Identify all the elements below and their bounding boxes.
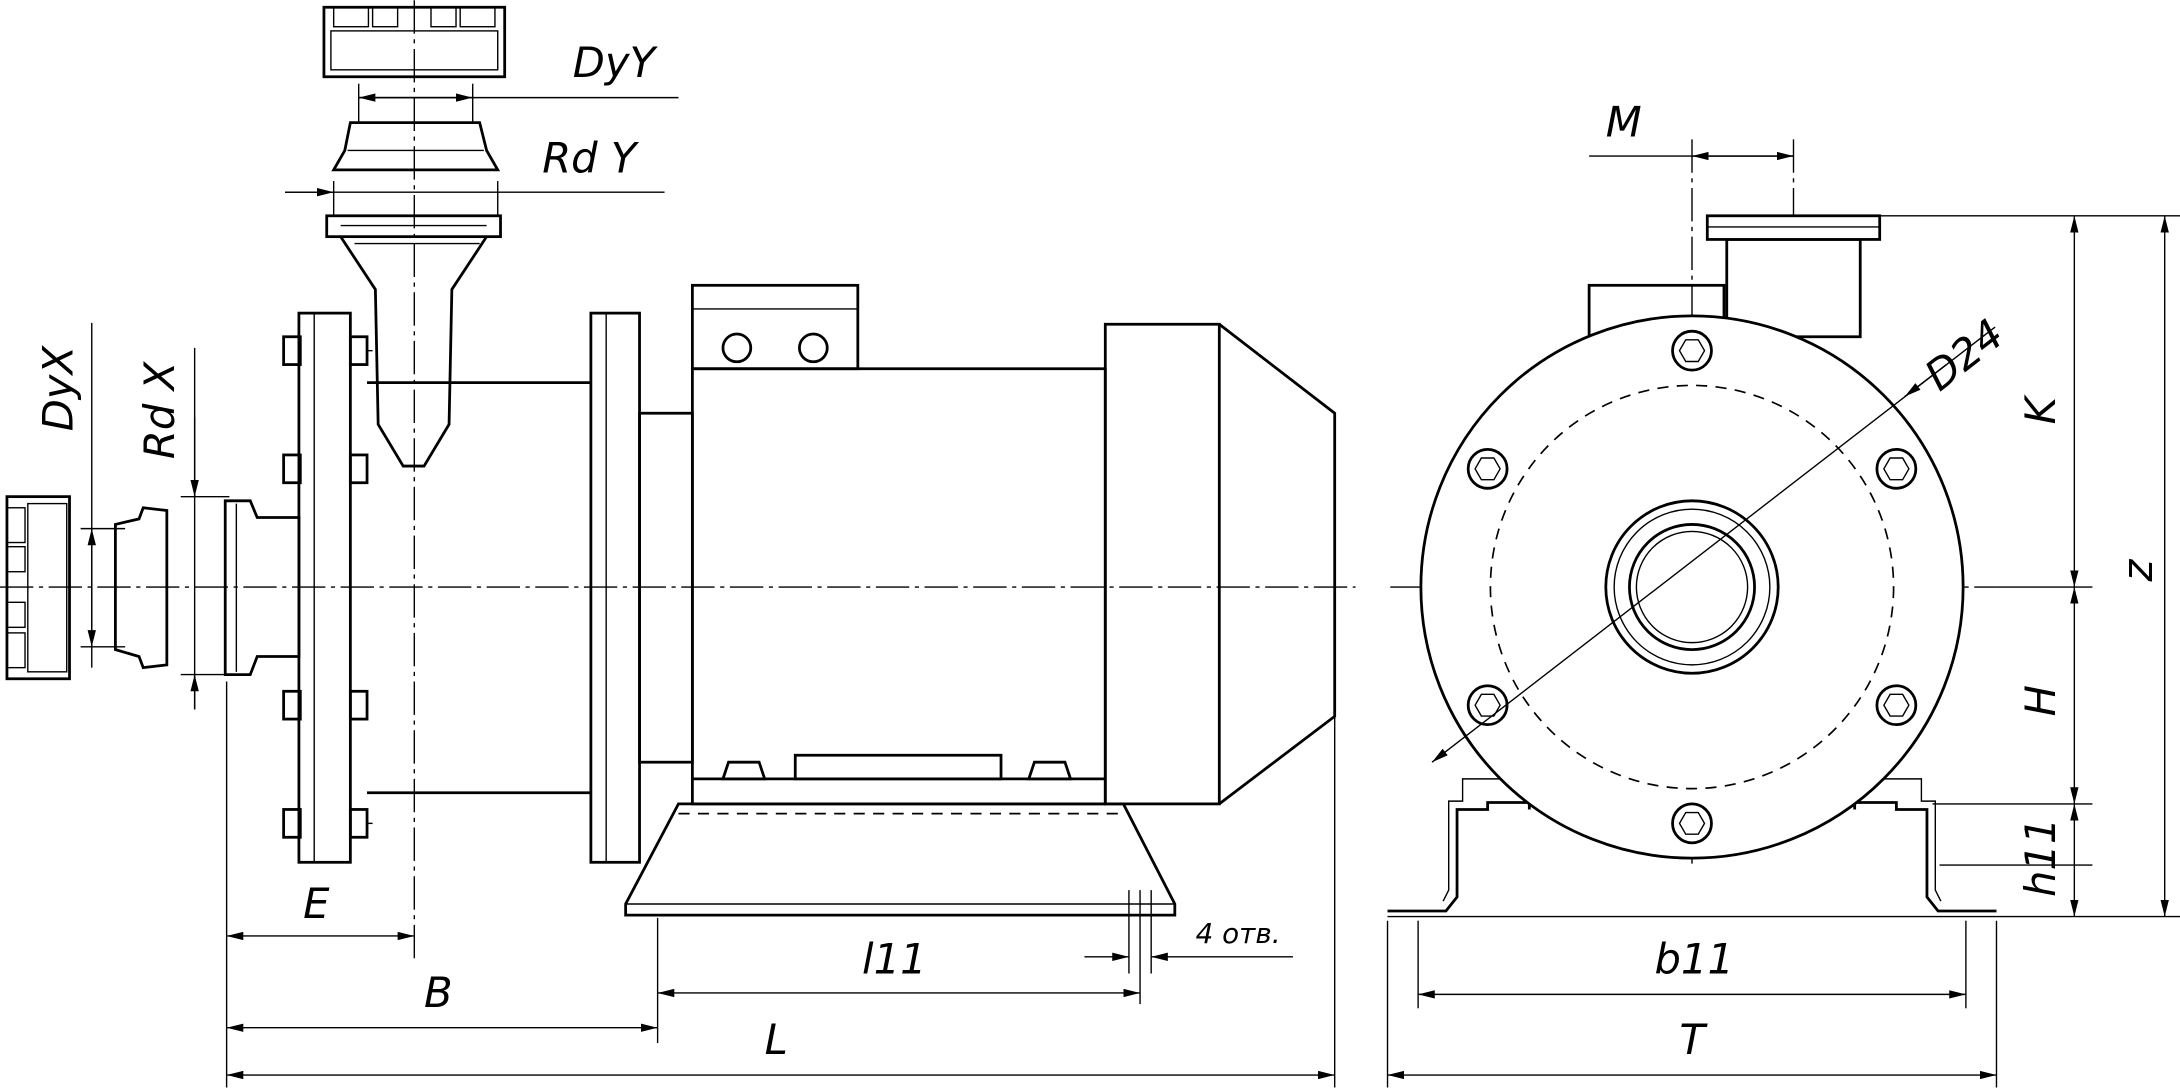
pump-casing	[1419, 314, 1965, 860]
cable-gland-icon	[721, 332, 753, 364]
label-rd-x: Rd X	[135, 360, 184, 459]
flange-bolts	[282, 335, 373, 839]
label-b11: b11	[1654, 935, 1734, 984]
label-z: z	[2113, 558, 2162, 582]
outlet-ring	[331, 121, 501, 172]
outlet-clamp	[322, 5, 507, 79]
outlet-nozzle	[325, 214, 502, 468]
pump-flange-front	[297, 311, 352, 864]
inlet-bore	[1628, 523, 1756, 651]
inlet-clamp	[5, 495, 71, 681]
label-b: B	[424, 968, 453, 1017]
bolt-circle	[1489, 384, 1895, 790]
left-foot	[1387, 801, 1531, 913]
inlet-ring	[114, 506, 169, 670]
label-m: M	[1606, 98, 1642, 147]
terminal-box	[690, 283, 860, 371]
side-view-dimensions: DyY Rd Y DyX Rd X E B l11 4 отв. L	[33, 38, 1336, 1088]
label-l: L	[765, 1015, 788, 1064]
front-view-dimensions: M D24 K H h11 z b11 T	[1386, 98, 2180, 1088]
label-dy-y: DyY	[573, 38, 659, 87]
label-holes: 4 отв.	[1196, 917, 1281, 950]
label-e: E	[303, 879, 330, 928]
label-h11: h11	[2016, 818, 2065, 897]
right-foot	[1853, 801, 1997, 913]
front-view	[1387, 139, 1997, 918]
label-rd-y: Rd Y	[542, 134, 640, 183]
label-l11: l11	[862, 935, 927, 984]
side-view	[0, 0, 1356, 1005]
foot-bolt	[1026, 760, 1073, 781]
label-d24: D24	[1915, 309, 2012, 400]
inlet-flange	[1604, 499, 1780, 675]
fan-cover	[1218, 323, 1337, 806]
label-t: T	[1679, 1015, 1708, 1064]
inlet-nozzle	[223, 499, 301, 676]
label-h: H	[2016, 685, 2065, 716]
label-k: K	[2016, 393, 2065, 424]
nameplate	[793, 753, 1003, 781]
base-frame	[624, 802, 1177, 917]
bolt-holes	[1466, 329, 1918, 845]
motor-body	[690, 367, 1107, 806]
outlet-pipe	[1725, 238, 1862, 339]
cable-gland-icon	[798, 332, 829, 364]
foot-bolt	[721, 760, 767, 781]
label-dy-x: DyX	[33, 345, 82, 432]
adapter	[638, 411, 694, 764]
motor-end-cap	[1103, 322, 1221, 806]
